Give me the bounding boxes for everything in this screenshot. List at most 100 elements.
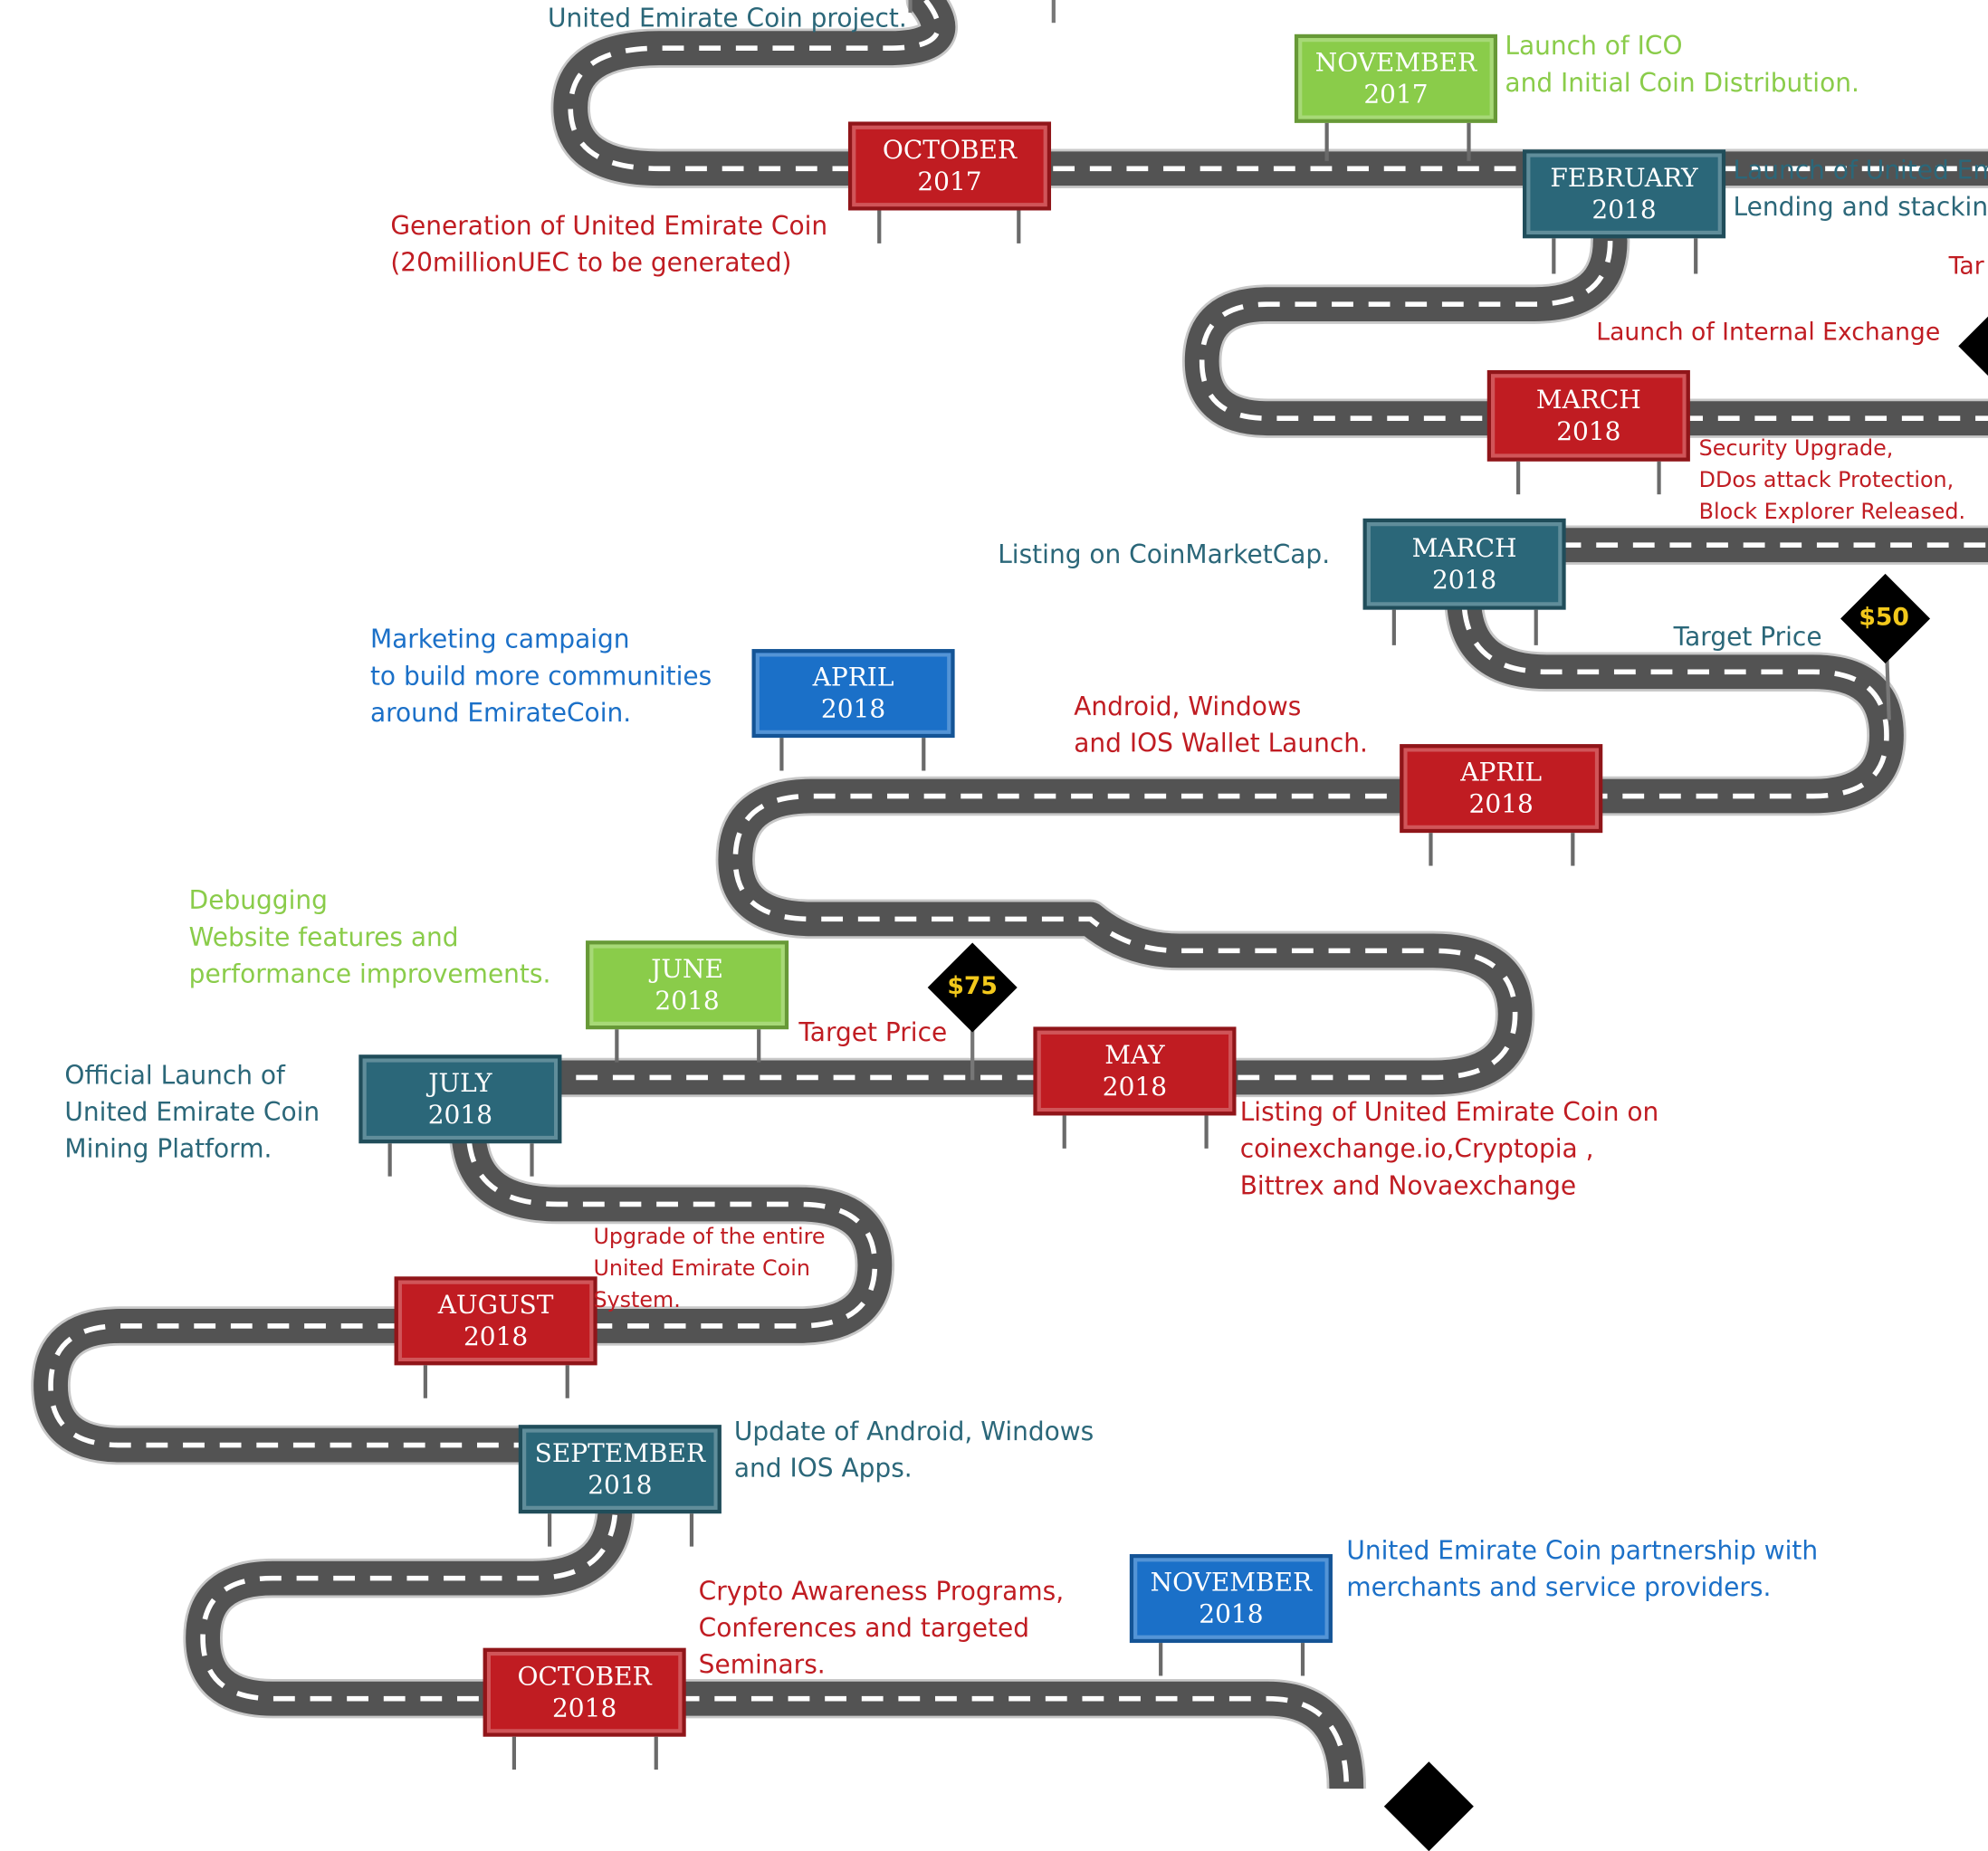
note-line: Launch of United Em bbox=[1733, 154, 1988, 186]
sign-year: 2018 bbox=[1431, 564, 1497, 595]
note-line: Official Launch of bbox=[64, 1059, 285, 1091]
note-line: and IOS Wallet Launch. bbox=[1074, 727, 1368, 759]
milestone-note: United Emirate Coin project. bbox=[548, 0, 907, 37]
milestone-sign: MARCH 2018 bbox=[1486, 369, 1690, 462]
sign-month: AUGUST bbox=[437, 1289, 554, 1320]
sign-month: SEPTEMBER bbox=[534, 1437, 706, 1468]
milestone-sign: JULY 2018 bbox=[358, 1054, 562, 1144]
note-line: Generation of United Emirate Coin bbox=[390, 210, 828, 242]
sign-month: OCTOBER bbox=[517, 1660, 652, 1692]
sign-month: MARCH bbox=[1411, 532, 1517, 563]
sign-year: 2018 bbox=[463, 1321, 529, 1351]
sign-month: MARCH bbox=[1535, 384, 1641, 415]
sign-month: FEBRUARY bbox=[1550, 162, 1698, 193]
milestone-note: Android, Windows and IOS Wallet Launch. bbox=[1074, 688, 1368, 761]
sign-month: APRIL bbox=[1460, 757, 1543, 787]
note-line: Mining Platform. bbox=[64, 1133, 272, 1164]
milestone-sign: MARCH 2018 bbox=[1362, 518, 1566, 610]
note-line: Listing of United Emirate Coin on bbox=[1239, 1096, 1659, 1128]
milestone-note: Update of Android, Windows and IOS Apps. bbox=[734, 1414, 1094, 1487]
milestone-note: Listing of United Emirate Coin on coinexc… bbox=[1240, 1094, 1659, 1205]
note-line: Listing on CoinMarketCap. bbox=[998, 539, 1331, 569]
note-line: United Emirate Coin project. bbox=[548, 2, 907, 33]
sign-year: 2018 bbox=[655, 985, 720, 1016]
sign-month: NOVEMBER bbox=[1314, 46, 1477, 78]
note-line: Seminars. bbox=[698, 1649, 826, 1680]
note-line: and Initial Coin Distribution. bbox=[1505, 67, 1859, 98]
milestone-sign: OCTOBER 2018 bbox=[483, 1647, 686, 1737]
note-line: Security Upgrade, bbox=[1698, 435, 1894, 462]
note-line: (20millionUEC to be generated) bbox=[390, 247, 792, 278]
sign-year: 2018 bbox=[427, 1099, 493, 1130]
milestone-sign: MAY 2018 bbox=[1033, 1026, 1237, 1116]
note-line: around EmirateCoin. bbox=[369, 697, 632, 728]
note-line: Launch of Internal Exchange bbox=[1596, 318, 1941, 347]
milestone-sign: JUNE 2018 bbox=[586, 940, 789, 1030]
sign-month: OCTOBER bbox=[882, 134, 1018, 166]
note-line: performance improvements. bbox=[188, 958, 551, 989]
sign-year: 2018 bbox=[1468, 788, 1534, 819]
note-line: Crypto Awareness Programs, bbox=[698, 1575, 1065, 1607]
sign-month: JULY bbox=[428, 1067, 492, 1098]
sign-year: 2018 bbox=[1199, 1598, 1264, 1629]
note-line: Launch of ICO bbox=[1505, 30, 1683, 62]
milestone-sign: APRIL 2018 bbox=[751, 649, 955, 739]
note-line: United Emirate Coin bbox=[593, 1255, 810, 1282]
note-line: System. bbox=[593, 1287, 681, 1313]
note-line: and IOS Apps. bbox=[733, 1452, 913, 1484]
note-line: Block Explorer Released. bbox=[1698, 499, 1966, 525]
note-line: United Emirate Coin partnership with bbox=[1346, 1535, 1819, 1566]
sign-month: MAY bbox=[1104, 1039, 1165, 1071]
sign-year: 2017 bbox=[917, 166, 982, 197]
sign-year: 2018 bbox=[551, 1692, 617, 1723]
target-price-value: $50 bbox=[1859, 603, 1909, 632]
milestone-note: Listing on CoinMarketCap. bbox=[998, 536, 1330, 573]
note-line: United Emirate Coin bbox=[64, 1096, 320, 1128]
note-line: Android, Windows bbox=[1074, 691, 1302, 721]
sign-year: 2018 bbox=[588, 1469, 653, 1500]
sign-year: 2017 bbox=[1363, 78, 1429, 110]
milestone-note: Security Upgrade, DDos attack Protection,… bbox=[1699, 434, 1965, 529]
milestone-sign: AUGUST 2018 bbox=[394, 1276, 597, 1366]
target-price-label: Target Price bbox=[798, 1014, 947, 1051]
milestone-note: Crypto Awareness Programs, Conferences an… bbox=[699, 1573, 1064, 1684]
milestone-sign: NOVEMBER 2018 bbox=[1129, 1554, 1333, 1644]
milestone-note: Tar bbox=[1949, 251, 1984, 282]
note-line: Conferences and targeted bbox=[698, 1612, 1030, 1644]
sign-year: 2018 bbox=[820, 693, 886, 724]
target-price-value: $75 bbox=[947, 972, 998, 1001]
note-line: Target Price bbox=[798, 1016, 948, 1047]
sign-year: 2018 bbox=[1102, 1071, 1168, 1102]
sign-month: NOVEMBER bbox=[1150, 1567, 1313, 1598]
road-path bbox=[31, 0, 1988, 1789]
note-line: Upgrade of the entire bbox=[593, 1224, 826, 1250]
note-line: Bittrex and Novaexchange bbox=[1239, 1169, 1577, 1201]
note-line: Tar bbox=[1948, 252, 1984, 281]
note-line: coinexchange.io,Cryptopia , bbox=[1239, 1133, 1594, 1164]
milestone-sign: NOVEMBER 2017 bbox=[1294, 33, 1498, 123]
target-price-label: Target Price bbox=[1674, 618, 1822, 655]
note-line: Lending and stackin bbox=[1733, 191, 1988, 223]
sign-month: APRIL bbox=[812, 662, 894, 692]
note-line: Website features and bbox=[188, 921, 459, 952]
sign-month: JUNE bbox=[651, 953, 723, 984]
note-line: Target Price bbox=[1673, 621, 1822, 652]
milestone-note: United Emirate Coin partnership with merc… bbox=[1346, 1532, 1818, 1606]
sign-year: 2018 bbox=[1591, 194, 1657, 224]
note-line: DDos attack Protection, bbox=[1698, 467, 1955, 493]
note-line: Marketing campaign bbox=[369, 624, 630, 654]
sign-year: 2018 bbox=[1556, 415, 1621, 446]
milestone-sign: FEBRUARY 2018 bbox=[1523, 149, 1726, 239]
note-line: merchants and service providers. bbox=[1346, 1571, 1772, 1603]
note-line: Update of Android, Windows bbox=[733, 1416, 1094, 1446]
milestone-note: Generation of United Emirate Coin (20mill… bbox=[390, 208, 827, 281]
roadmap-diagram: $50 $75 OCTOBER 2017 NOVEMBER 2017 FEBRU… bbox=[31, 0, 1988, 1851]
milestone-sign: SEPTEMBER 2018 bbox=[518, 1425, 722, 1514]
milestone-sign: APRIL 2018 bbox=[1400, 744, 1603, 834]
note-line: Debugging bbox=[188, 884, 328, 916]
milestone-note: Launch of United Em Lending and stackin bbox=[1733, 152, 1988, 225]
